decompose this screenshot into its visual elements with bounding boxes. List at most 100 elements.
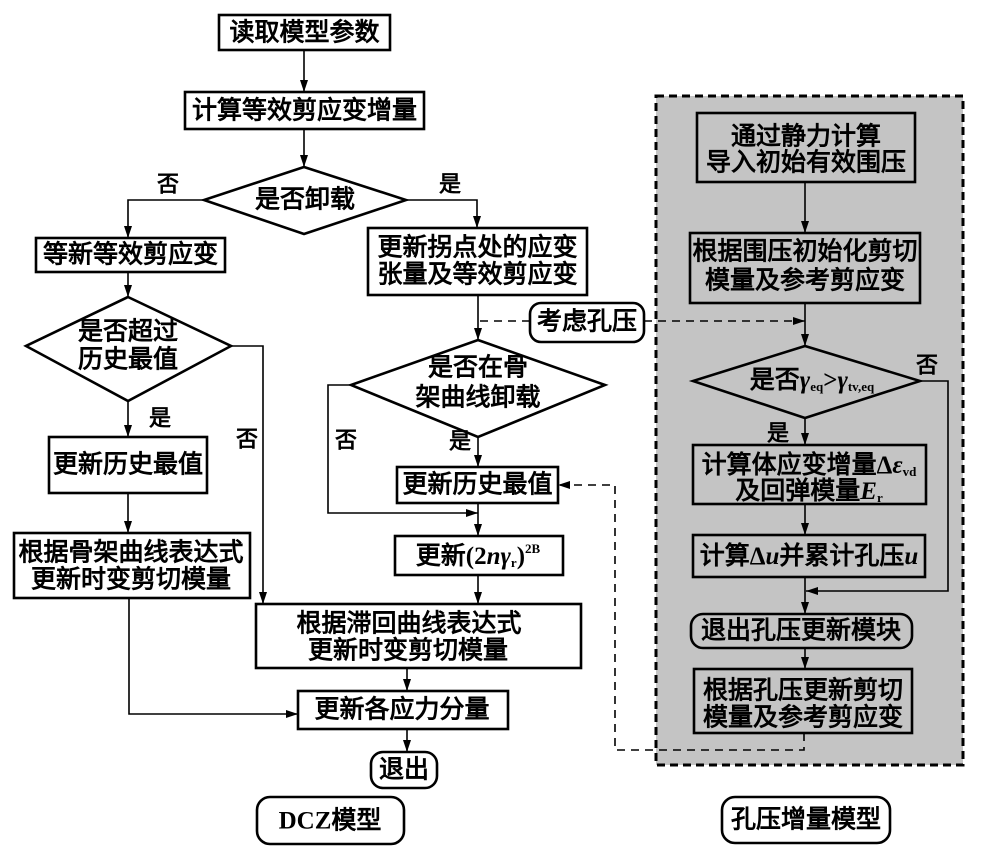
- subscript-tv-eq: tv,eq: [848, 379, 875, 394]
- decision-diamond: [347, 338, 609, 439]
- decision-diamond: [688, 344, 925, 420]
- label-prefix: 更新(2: [416, 541, 487, 570]
- process-box: [47, 435, 209, 495]
- edge-label-no: 否: [235, 427, 258, 452]
- process-box: [34, 236, 227, 274]
- process-box: [217, 13, 392, 52]
- node-static-init: 通过静力计算 导入初始有效围压: [695, 111, 917, 184]
- node-label-line2: 架曲线卸载: [415, 383, 540, 412]
- node-label: 退出: [379, 756, 429, 784]
- node-label-line1: 计算体应变增量Δεvd: [702, 450, 917, 479]
- node-init-modulus: 根据围压初始化剪切 模量及参考剪应变: [688, 231, 922, 305]
- label-middle: 并累计孔压: [779, 541, 904, 570]
- symbol-gamma: γ: [501, 543, 512, 570]
- arrow-unloading-no: [124, 199, 204, 238]
- edge-label-no: 否: [334, 428, 357, 453]
- close-paren: ): [517, 543, 525, 570]
- symbol-e: E: [859, 478, 877, 505]
- edge-label-no: 否: [915, 353, 938, 378]
- decision-exceed-history-max: 是否超过 历史最值: [23, 295, 234, 403]
- node-read-params: 读取模型参数: [217, 13, 392, 52]
- symbol-gamma-tv: γ: [837, 367, 848, 394]
- node-label: 更新(2nγr)2B: [416, 541, 541, 570]
- decision-is-unloading: 是否卸载: [199, 165, 411, 236]
- symbol-epsilon: ε: [892, 452, 903, 479]
- symbol-u: u: [765, 543, 779, 570]
- node-label-line1: 是否超过: [78, 317, 178, 346]
- edge-label-yes: 是: [439, 172, 461, 197]
- node-consider-pore-pressure: 考虑孔压: [528, 301, 646, 344]
- process-box: [12, 531, 252, 600]
- terminal-box: [689, 612, 914, 650]
- node-skeleton-modulus: 根据骨架曲线表达式 更新时变剪切模量: [12, 531, 252, 600]
- node-label-line2: 更新时变剪切模量: [308, 636, 508, 665]
- node-label-line1: 是否在骨: [428, 354, 528, 382]
- arrow-unloading-yes: [406, 199, 481, 228]
- dcz-connectors: [124, 50, 805, 752]
- symbol-delta: Δ: [877, 452, 893, 479]
- node-label: 读取模型参数: [229, 18, 380, 47]
- process-box: [688, 231, 922, 305]
- decision-unload-on-skeleton: 是否在骨 架曲线卸载: [347, 338, 609, 439]
- node-label: 考虑孔压: [537, 308, 637, 336]
- label-prefix: 计算: [700, 541, 750, 570]
- node-label: 等新等效剪应变: [43, 240, 218, 269]
- node-exit-pore-module: 退出孔压更新模块: [689, 612, 914, 650]
- node-exit: 退出: [369, 750, 439, 790]
- decision-threshold-check: 是否γeq>γtv,eq: [688, 344, 925, 420]
- label-prefix: 及回弹模量: [735, 476, 860, 505]
- edge-label-yes: 是: [767, 421, 789, 446]
- subscript-r: r: [511, 555, 517, 570]
- pore-pressure-panel: [654, 94, 965, 767]
- dashed-feedback-to-history-max: [558, 481, 805, 751]
- node-pore-pressure-accumulate: 计算Δu并累计孔压u: [691, 533, 927, 579]
- node-calc-strain-increment: 计算等效剪应变增量: [183, 90, 426, 131]
- node-label: 是否γeq>γtv,eq: [750, 367, 875, 394]
- process-box: [296, 689, 510, 731]
- node-label: 计算等效剪应变增量: [192, 96, 417, 125]
- node-label: 更新历史最值: [53, 450, 203, 479]
- node-update-history-max-loading: 更新历史最值: [47, 435, 209, 495]
- process-box: [393, 534, 565, 577]
- subscript-eq: eq: [810, 379, 824, 394]
- node-label: 更新各应力分量: [314, 695, 489, 724]
- node-label: 更新历史最值: [402, 470, 552, 499]
- symbol-n: n: [487, 543, 501, 570]
- node-label-line1: 根据围压初始化剪切: [692, 237, 917, 266]
- node-label: 退出孔压更新模块: [701, 616, 901, 645]
- arrow-skeleton-check-no: [327, 384, 478, 517]
- title-box: [720, 795, 892, 845]
- title-box: [255, 795, 406, 846]
- process-box: [692, 667, 914, 735]
- subscript-r: r: [877, 490, 883, 505]
- symbol-delta: Δ: [750, 543, 766, 570]
- arrow-exceed-no: [231, 345, 267, 604]
- node-label-line2: 及回弹模量Er: [735, 476, 883, 505]
- node-update-history-max-unloading: 更新历史最值: [395, 465, 560, 505]
- symbol-gamma-eq: γ: [800, 367, 811, 394]
- node-hysteresis-modulus: 根据滞回曲线表达式 更新时变剪切模量: [254, 602, 583, 670]
- dcz-model-title: DCZ模型: [255, 795, 406, 846]
- label-prefix: 计算体应变增量: [702, 450, 877, 479]
- node-label-line1: 根据孔压更新剪切: [703, 676, 903, 705]
- label-prefix: 是否: [750, 367, 800, 394]
- node-label: 是否卸载: [255, 185, 355, 214]
- process-box: [691, 533, 927, 579]
- node-update-equiv-strain: 等新等效剪应变: [34, 236, 227, 274]
- node-label-line2: 模量及参考剪应变: [705, 266, 905, 295]
- superscript-2b: 2B: [525, 541, 541, 556]
- node-label-line2: 张量及等效剪应变: [377, 260, 577, 289]
- connector-box: [528, 301, 646, 344]
- edge-label-yes: 是: [149, 406, 171, 431]
- node-label-line2: 历史最值: [78, 346, 178, 374]
- process-box: [183, 90, 426, 131]
- node-label-line1: 根据骨架曲线表达式: [18, 538, 243, 567]
- node-update-2n-gamma: 更新(2nγr)2B: [393, 534, 565, 577]
- node-label-line1: 更新拐点处的应变: [377, 233, 577, 262]
- title-label: 孔压增量模型: [731, 805, 881, 834]
- process-box: [695, 111, 917, 184]
- edge-labels: 否 是 是 否 否 是 否 是: [149, 172, 938, 454]
- subscript-vd: vd: [903, 464, 918, 479]
- node-volumetric-strain: 计算体应变增量Δεvd 及回弹模量Er: [691, 443, 928, 506]
